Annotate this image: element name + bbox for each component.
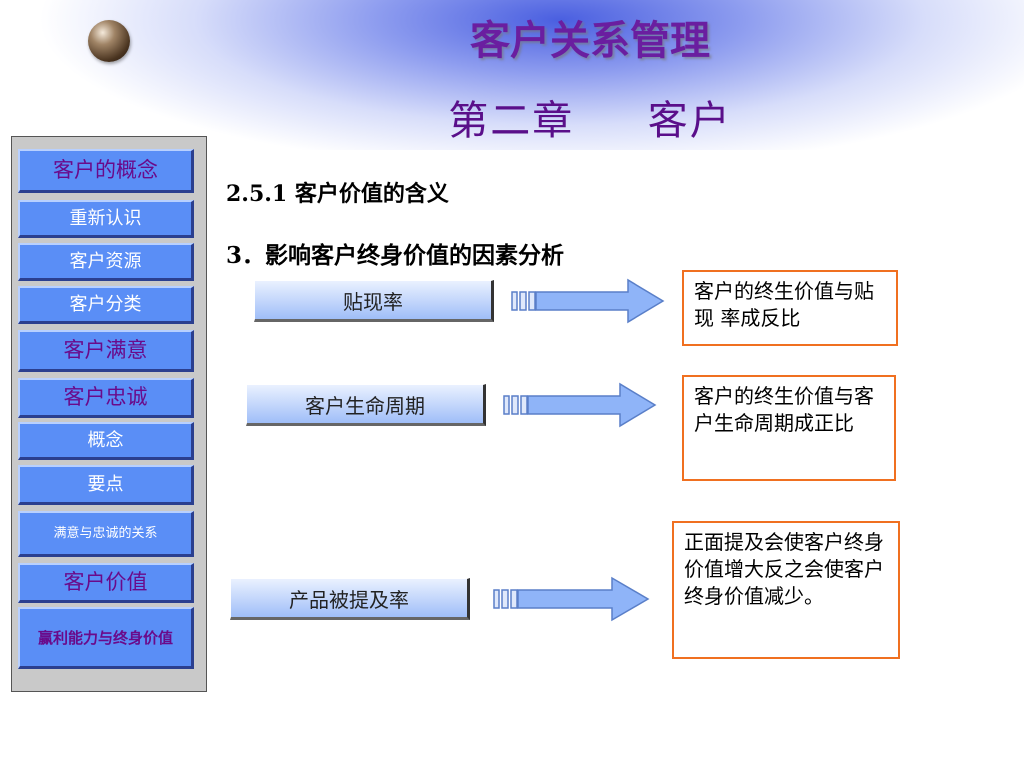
right-arrow-icon [493,576,650,622]
sidebar-item-satisfaction-loyalty-relation[interactable]: 满意与忠诚的关系 [18,511,194,557]
sidebar-item-customer-value[interactable]: 客户价值 [18,563,194,603]
factor-discount-rate: 贴现率 [254,280,494,322]
sidebar-item-customer-concept[interactable]: 客户的概念 [18,149,194,193]
sphere-bullet-icon [88,20,130,62]
subsection-heading: 3．影响客户终身价值的因素分析 [226,242,565,269]
sidebar-item-customer-loyalty[interactable]: 客户忠诚 [18,378,194,418]
result-box-product-mention-rate: 正面提及会使客户终身价值增大反之会使客户终身价值减少。 [672,521,900,659]
sidebar-item-reunderstand[interactable]: 重新认识 [18,200,194,238]
sidebar-item-profitability-lifetime-value[interactable]: 赢利能力与终身价值 [18,607,194,669]
sidebar-item-key-points[interactable]: 要点 [18,465,194,505]
right-arrow-icon [511,278,665,324]
sidebar-item-customer-satisfaction[interactable]: 客户满意 [18,330,194,372]
sidebar-item-customer-classification[interactable]: 客户分类 [18,286,194,324]
page-title: 客户关系管理 [470,18,710,64]
factor-product-mention-rate: 产品被提及率 [230,578,470,620]
factor-customer-lifecycle: 客户生命周期 [246,384,486,426]
right-arrow-icon [503,382,657,428]
chapter-subtitle: 第二章 客户 [448,98,732,144]
section-heading: 2.5.1 客户价值的含义 [226,181,449,207]
header-banner: 客户关系管理 第二章 客户 [0,0,1024,150]
sidebar-item-concept[interactable]: 概念 [18,422,194,460]
sidebar-item-customer-resources[interactable]: 客户资源 [18,243,194,281]
result-box-customer-lifecycle: 客户的终生价值与客户生命周期成正比 [682,375,896,481]
result-box-discount-rate: 客户的终生价值与贴现 率成反比 [682,270,898,346]
sidebar-nav: 客户的概念 重新认识 客户资源 客户分类 客户满意 客户忠诚 概念 要点 满意与… [11,136,207,692]
